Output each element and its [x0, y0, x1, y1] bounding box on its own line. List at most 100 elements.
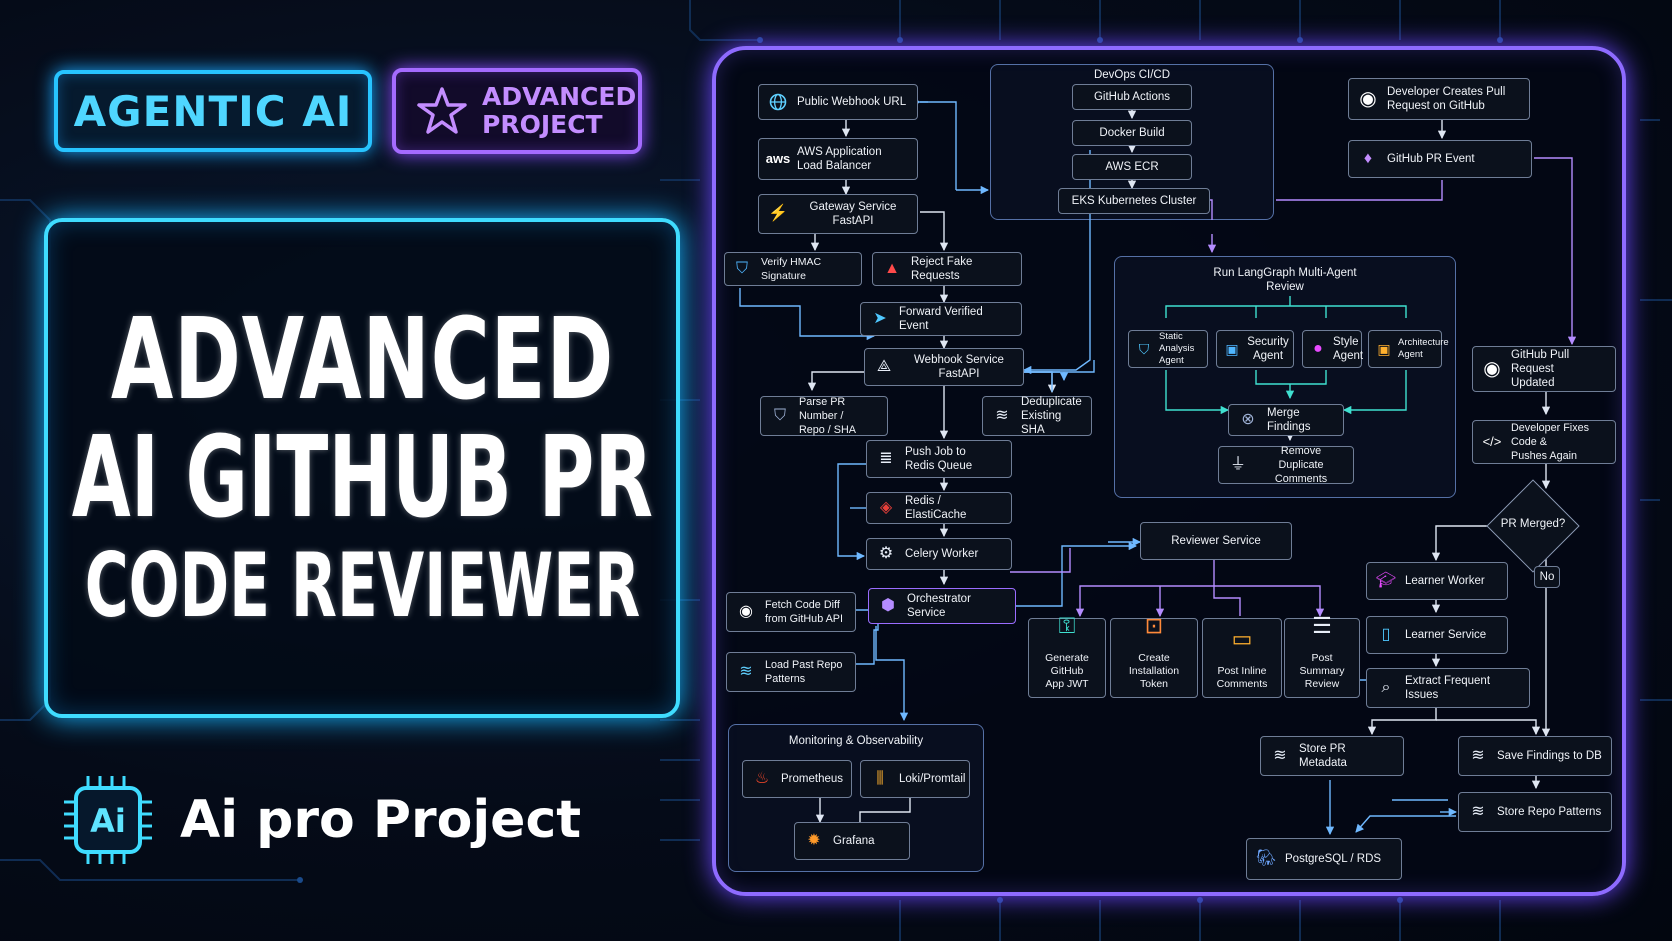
shield-icon: ⛉: [735, 260, 748, 277]
stack-icon: ≣: [879, 450, 893, 467]
eks-cluster-node[interactable]: EKS Kubernetes Cluster: [1058, 188, 1210, 214]
aws-logo-icon: aws: [765, 151, 791, 166]
github-actions-label: GitHub Actions: [1093, 91, 1171, 103]
database-icon: ≋: [1273, 747, 1287, 764]
database-icon: ≋: [1471, 747, 1485, 764]
title-line1: ADVANCED: [110, 295, 614, 425]
bell-icon: ♦: [1363, 150, 1373, 167]
webhook-service-line2: FastAPI: [938, 368, 980, 380]
extract-frequent-issues-node[interactable]: ⌕ Extract Frequent Issues: [1366, 668, 1530, 708]
database-icon: ≋: [739, 663, 753, 680]
summary-review-line2: Review: [1304, 678, 1340, 690]
verify-hmac-node[interactable]: ⛉ Verify HMAC Signature: [724, 252, 862, 286]
reviewer-service-node[interactable]: Reviewer Service: [1140, 522, 1292, 560]
learner-service-node[interactable]: ▯ Learner Service: [1366, 616, 1508, 654]
loki-bars-icon: ⫼: [876, 770, 884, 787]
save-findings-node[interactable]: ≋ Save Findings to DB: [1458, 736, 1612, 776]
merge-findings-label: Merge Findings: [1267, 407, 1311, 433]
key-icon: ⚿: [1058, 612, 1076, 638]
database-icon: ≋: [1471, 803, 1485, 820]
github-pr-event-node[interactable]: ♦ GitHub PR Event: [1348, 140, 1532, 178]
orchestrator-icon: ⬢: [881, 597, 895, 614]
parse-pr-node[interactable]: ⛉ Parse PR Number /Repo / SHA: [760, 396, 888, 436]
graduation-cap-icon: 🎓︎: [1375, 572, 1397, 589]
style-line1: Style: [1333, 336, 1359, 348]
developer-fixes-node[interactable]: </> Developer Fixes Code &Pushes Again: [1472, 420, 1616, 464]
reviewer-service-label: Reviewer Service: [1171, 535, 1261, 547]
comment-icon: ▭: [1231, 625, 1253, 651]
pr-merged-label: PR Merged?: [1500, 518, 1566, 530]
postgresql-rds-node[interactable]: 🐘︎ PostgreSQL / RDS: [1246, 838, 1402, 880]
database-icon: ≋: [995, 407, 1009, 424]
brand-text: Ai pro Project: [180, 790, 582, 850]
aws-lb-label-line1: AWS Application: [797, 146, 882, 158]
learner-worker-label: Learner Worker: [1405, 575, 1485, 587]
public-webhook-url-node[interactable]: Public Webhook URL: [758, 84, 918, 120]
docker-build-node[interactable]: Docker Build: [1072, 120, 1192, 146]
merge-findings-node[interactable]: ⊗ Merge Findings: [1228, 404, 1344, 436]
gateway-label-line2: FastAPI: [832, 215, 874, 227]
save-findings-label: Save Findings to DB: [1497, 750, 1602, 762]
celery-worker-node[interactable]: ⚙ Celery Worker: [866, 538, 1012, 570]
orchestrator-service-node[interactable]: ⬢ Orchestrator Service: [868, 588, 1016, 624]
star-icon: [417, 87, 467, 134]
forward-verified-event-node[interactable]: ➤ Forward Verified Event: [860, 302, 1022, 336]
grafana-node[interactable]: ✹ Grafana: [794, 822, 910, 860]
advanced-project-badge: ADVANCED PROJECT: [392, 68, 642, 154]
store-pr-metadata-node[interactable]: ≋ Store PR Metadata: [1260, 736, 1404, 776]
lock-icon: ▣: [1225, 341, 1239, 357]
loki-promtail-node[interactable]: ⫼ Loki/Promtail: [860, 760, 970, 798]
inline-comments-line2: Comments: [1216, 678, 1268, 690]
aws-ecr-label: AWS ECR: [1105, 161, 1159, 173]
shield-check-icon: ⛉: [1138, 341, 1150, 357]
github-actions-node[interactable]: GitHub Actions: [1072, 84, 1192, 110]
install-token-line2: Token: [1139, 678, 1169, 690]
push-job-line2: Redis Queue: [905, 460, 973, 472]
install-token-line1: Create Installation: [1128, 652, 1180, 677]
verify-hmac-label: Verify HMAC Signature: [761, 256, 822, 282]
gear-icon: ⚙: [878, 545, 894, 562]
send-icon: ➤: [873, 310, 887, 327]
remove-dup-line1: Remove Duplicate: [1278, 445, 1324, 471]
aws-ecr-node[interactable]: AWS ECR: [1072, 154, 1192, 180]
inline-comments-line1: Post Inline: [1217, 665, 1267, 677]
lock-icon: ⊡: [1144, 612, 1164, 638]
advanced-label-line2: PROJECT: [482, 110, 603, 139]
lightning-icon: ⚡: [768, 205, 788, 222]
redis-label: Redis / ElastiCache: [905, 495, 967, 521]
grafana-label: Grafana: [833, 835, 875, 847]
dev-creates-pr-line1: Developer Creates Pull: [1387, 86, 1506, 98]
gen-jwt-line2: App JWT: [1045, 678, 1089, 690]
redis-node[interactable]: ◈ Redis / ElastiCache: [866, 492, 1012, 524]
static-line1: Static Analysis: [1159, 331, 1195, 354]
docker-build-label: Docker Build: [1099, 127, 1165, 139]
search-icon: ⌕: [1381, 679, 1391, 696]
store-repo-patterns-node[interactable]: ≋ Store Repo Patterns: [1458, 792, 1612, 832]
prometheus-node[interactable]: ♨ Prometheus: [742, 760, 852, 798]
learner-worker-node[interactable]: 🎓︎ Learner Worker: [1366, 562, 1508, 600]
reject-fake-label: Reject Fake Requests: [911, 256, 973, 282]
static-line2: Agent: [1159, 355, 1184, 366]
reject-fake-requests-node[interactable]: ▲ Reject Fake Requests: [872, 252, 1022, 286]
load-patterns-line1: Load Past Repo: [765, 659, 843, 671]
loki-label: Loki/Promtail: [899, 773, 966, 785]
webhook-service-line1: Webhook Service: [914, 354, 1004, 366]
